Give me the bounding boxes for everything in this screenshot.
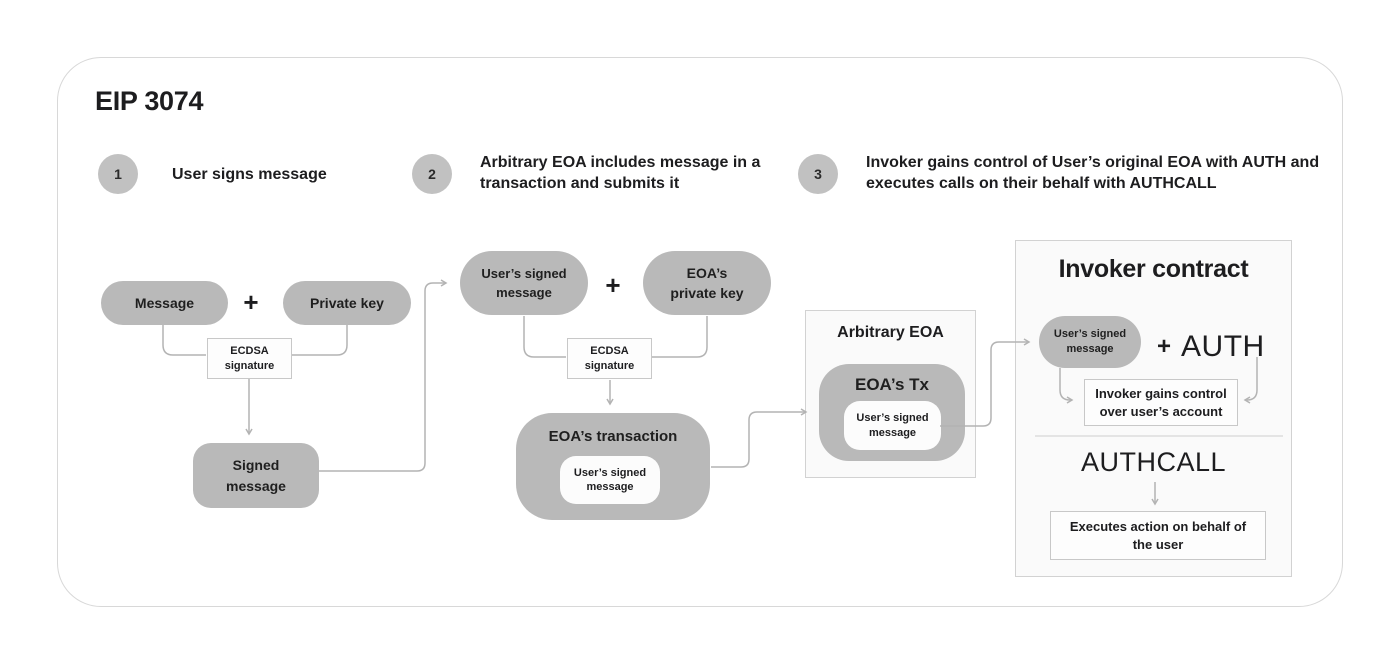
plus-sign-2: + bbox=[605, 269, 621, 300]
step-2-label: Arbitrary EOA includes message in a tran… bbox=[480, 154, 761, 192]
users-signed-message-chip: User’s signed message bbox=[560, 456, 660, 504]
step-3-badge: 3 bbox=[798, 154, 838, 194]
step-1-number: 1 bbox=[114, 166, 122, 182]
authcall-label: AUTHCALL bbox=[1080, 447, 1227, 477]
users-signed-message-label: User’s signed message bbox=[481, 265, 567, 301]
step-1-label: User signs message bbox=[172, 166, 327, 183]
page-title: EIP 3074 bbox=[95, 86, 204, 116]
private-key-pill: Private key bbox=[283, 281, 411, 325]
plus-sign-1: + bbox=[243, 286, 259, 317]
users-signed-message-label: User’s signed message bbox=[1053, 327, 1127, 355]
gains-control-box: Invoker gains control over user’s accoun… bbox=[1084, 379, 1238, 426]
message-pill: Message bbox=[101, 281, 228, 325]
eoa-transaction-title: EOA’s transaction bbox=[548, 428, 678, 445]
step-1-badge: 1 bbox=[98, 154, 138, 194]
executes-action-box: Executes action on behalf of the user bbox=[1050, 511, 1266, 560]
arbitrary-eoa-panel: Arbitrary EOA EOA’s Tx User’s signed mes… bbox=[805, 310, 976, 478]
plus-auth-group: + AUTH bbox=[1157, 325, 1265, 369]
invoker-contract-panel: Invoker contract User’s signed message +… bbox=[1015, 240, 1292, 577]
plus-sign-3: + bbox=[1157, 333, 1172, 360]
users-signed-message-pill: User’s signed message bbox=[460, 251, 588, 315]
executes-action-label: Executes action on behalf of the user bbox=[1069, 518, 1247, 552]
eoa-private-key-label: EOA’s private key bbox=[670, 264, 744, 301]
gains-control-label: Invoker gains control over user’s accoun… bbox=[1095, 385, 1227, 419]
arbitrary-eoa-title: Arbitrary EOA bbox=[837, 324, 944, 341]
eoa-tx-shape: EOA’s Tx User’s signed message bbox=[819, 364, 965, 461]
step-2-badge: 2 bbox=[412, 154, 452, 194]
eoa-tx-title: EOA’s Tx bbox=[854, 375, 929, 394]
users-signed-message-chip-label: User’s signed message bbox=[573, 466, 647, 493]
auth-label: AUTH bbox=[1181, 330, 1265, 363]
step-2-number: 2 bbox=[428, 166, 436, 182]
users-signed-message-chip-label: User’s signed message bbox=[856, 412, 929, 439]
signed-message-label: Signed message bbox=[226, 457, 286, 494]
ecdsa-signature-label: ECDSA signature bbox=[584, 344, 635, 372]
signed-message-pill: Signed message bbox=[193, 443, 319, 508]
users-signed-message-chip: User’s signed message bbox=[844, 401, 941, 450]
invoker-contract-title: Invoker contract bbox=[1058, 255, 1249, 283]
eoa-transaction-container: EOA’s transaction User’s signed message bbox=[516, 413, 710, 520]
ecdsa-signature-label: ECDSA signature bbox=[224, 344, 275, 372]
step-3-label: Invoker gains control of User’s original… bbox=[866, 154, 1320, 192]
step-3-number: 3 bbox=[814, 166, 822, 182]
ecdsa-signature-box-1: ECDSA signature bbox=[207, 338, 292, 379]
eoa-private-key-pill: EOA’s private key bbox=[643, 251, 771, 315]
users-signed-message-pill: User’s signed message bbox=[1039, 316, 1141, 368]
ecdsa-signature-box-2: ECDSA signature bbox=[567, 338, 652, 379]
